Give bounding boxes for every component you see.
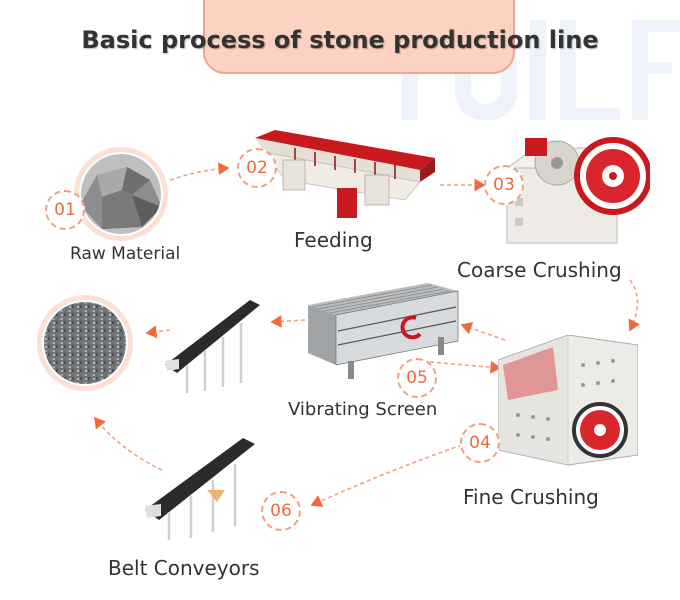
step-label-raw-material: Raw Material xyxy=(70,244,181,264)
arrow-06-to-product xyxy=(94,416,163,471)
vibrating-feeder-image xyxy=(255,130,435,218)
arrow-05-to-conveyor xyxy=(270,315,306,328)
step-label-fine-crushing: Fine Crushing xyxy=(463,485,599,509)
belt-conveyor-upper-image xyxy=(165,300,260,393)
step-number-06: 06 xyxy=(261,491,301,531)
belt-conveyor-lower-image xyxy=(145,438,255,540)
step-number-03: 03 xyxy=(484,165,524,205)
jaw-crusher-image xyxy=(505,137,650,244)
arrow-01-to-02 xyxy=(169,162,230,181)
step-number-02: 02 xyxy=(237,148,277,188)
step-label-coarse-crushing: Coarse Crushing xyxy=(457,258,622,282)
arrow-03-to-04 xyxy=(628,279,641,332)
step-number-01: 01 xyxy=(45,190,85,230)
step-label-belt-conveyors: Belt Conveyors xyxy=(108,556,260,580)
title-tab xyxy=(203,0,515,74)
step-number-04: 04 xyxy=(460,423,500,463)
arrow-05-to-return xyxy=(429,360,502,374)
page-title: Basic process of stone production line xyxy=(81,26,599,54)
impact-crusher-image xyxy=(498,335,638,466)
step-number-05: 05 xyxy=(397,358,437,398)
arrow-04-to-05 xyxy=(460,322,506,341)
vibrating-screen-image xyxy=(308,283,459,379)
step-label-vibrating-screen: Vibrating Screen xyxy=(288,399,438,420)
gravel-product-image xyxy=(37,295,133,391)
arrow-conveyor-to-product xyxy=(145,325,171,339)
arrow-04-to-06 xyxy=(310,444,463,507)
step-label-feeding: Feeding xyxy=(294,228,373,252)
raw-material-image xyxy=(74,147,168,241)
